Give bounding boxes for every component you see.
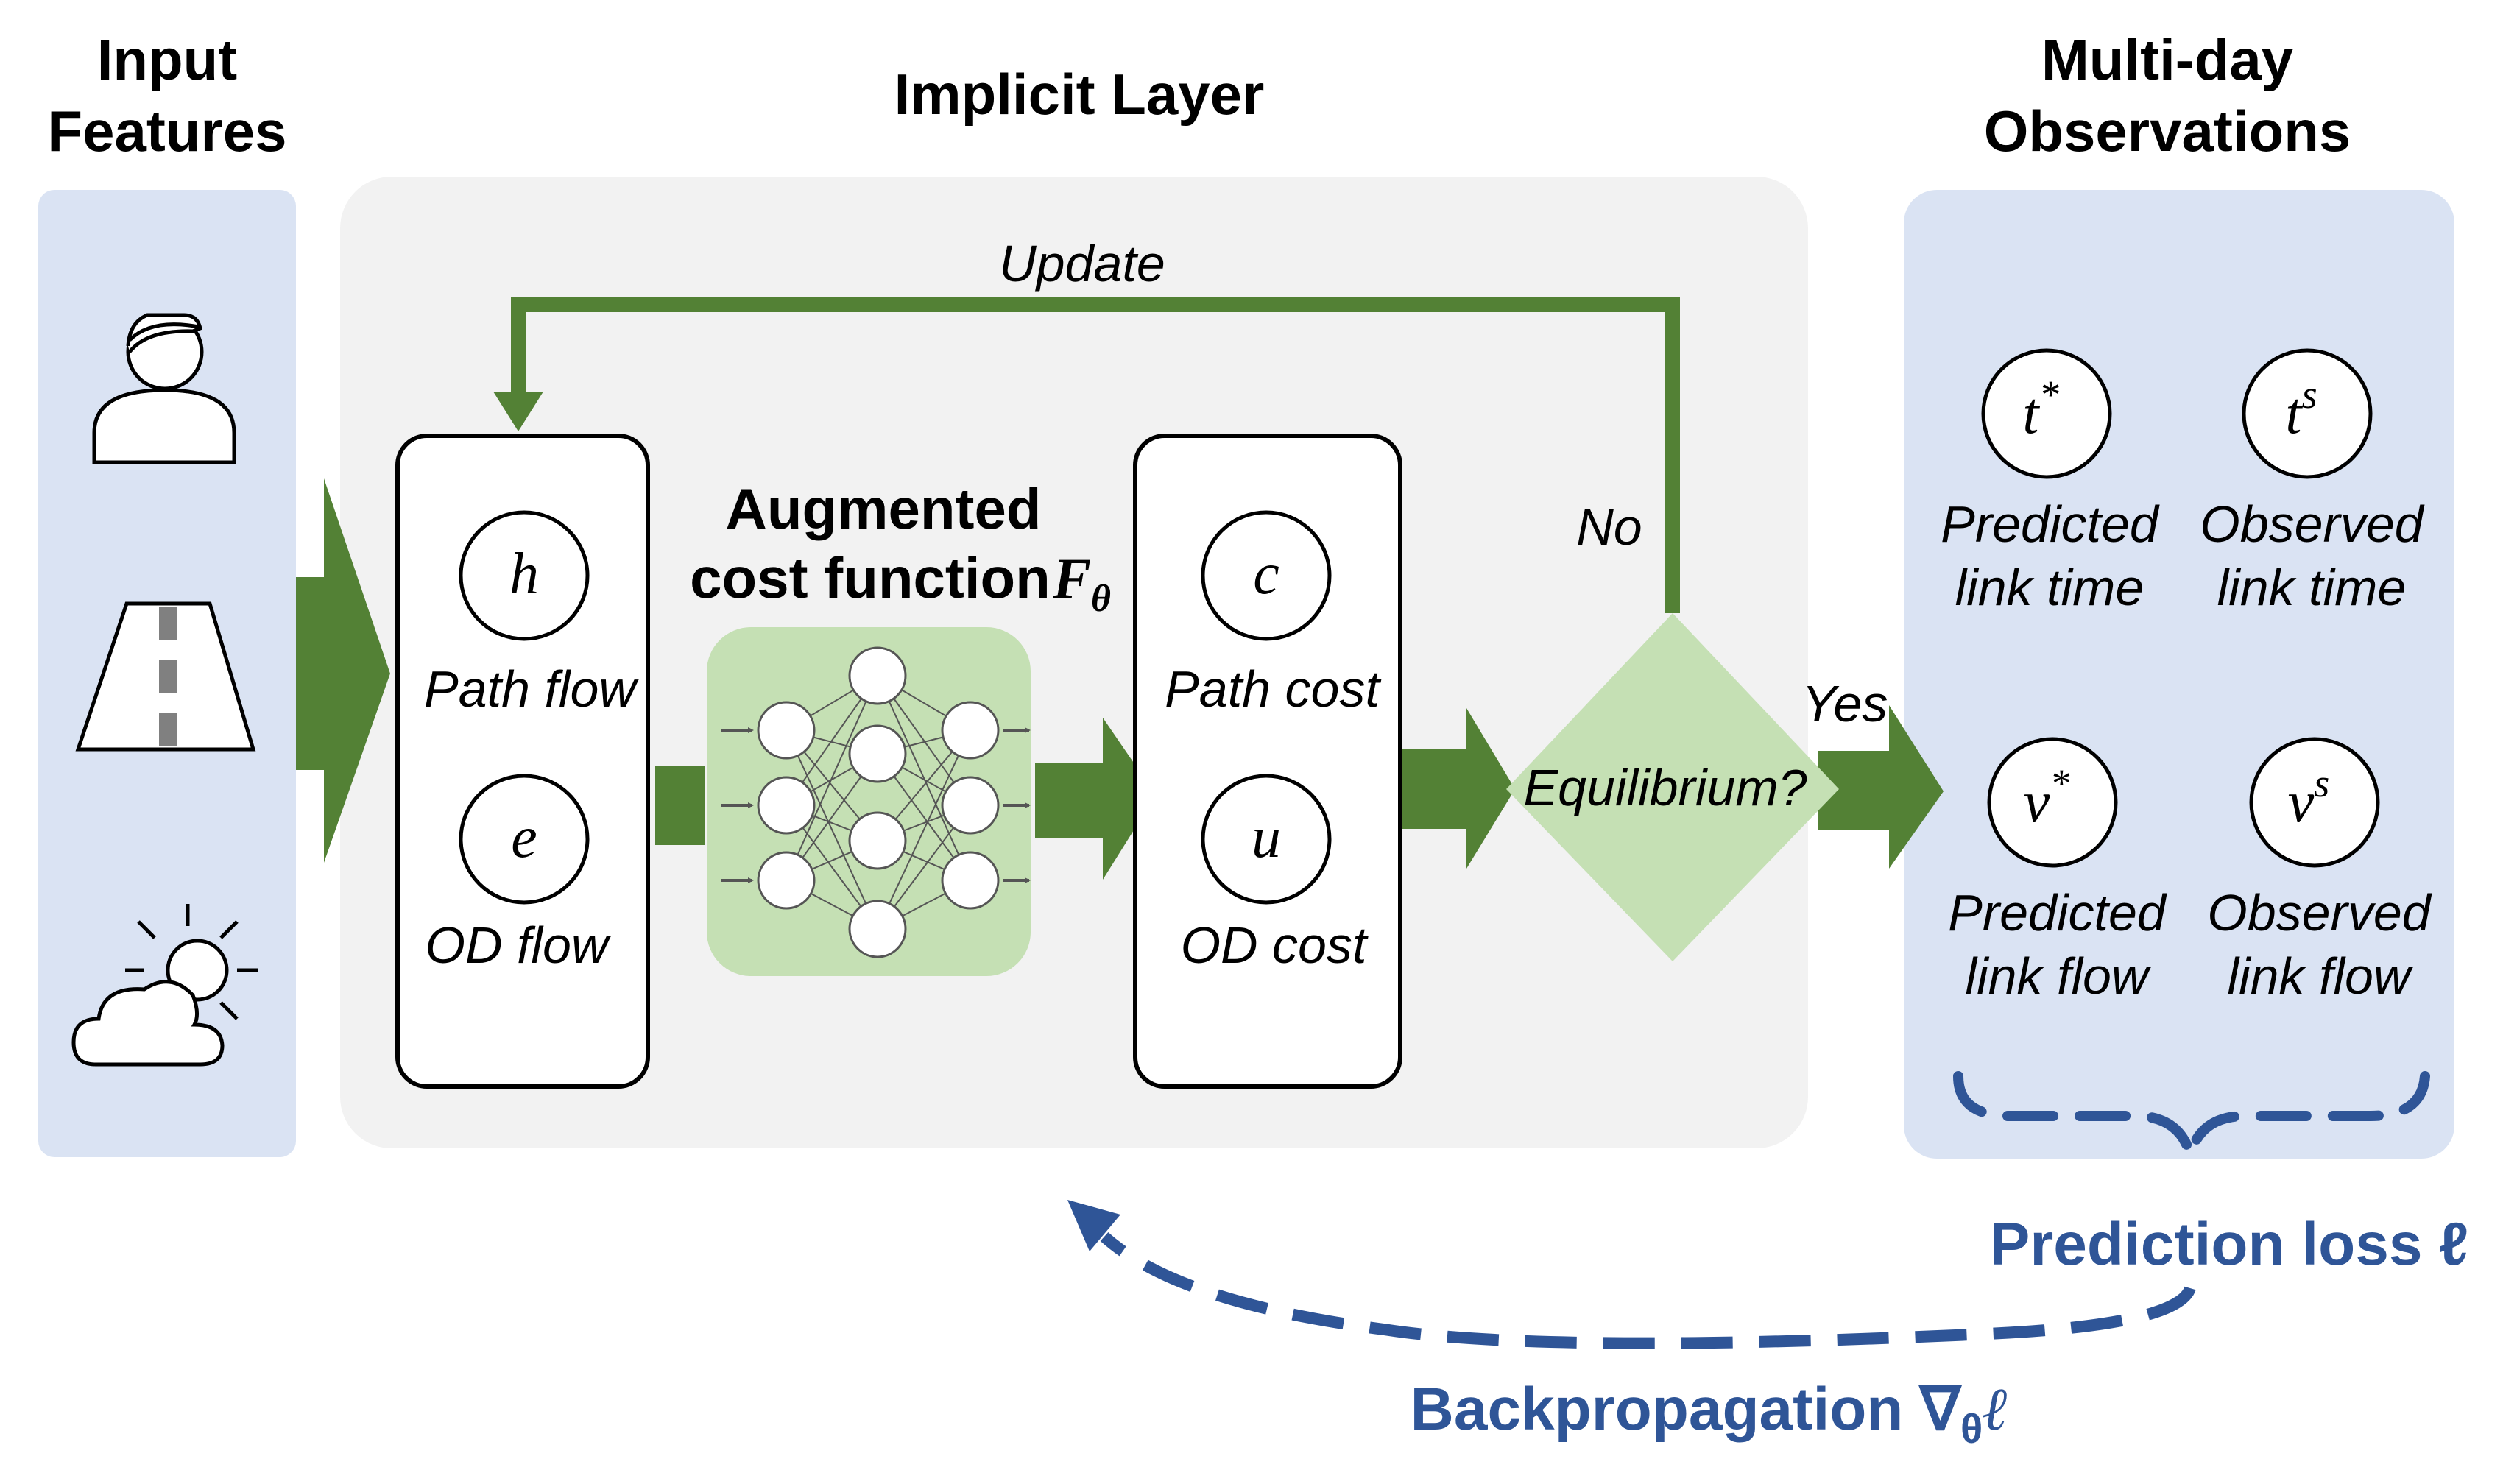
no-label: No <box>1576 498 1642 556</box>
flow-to-nn-arrow <box>655 766 705 845</box>
od-cost-node <box>1201 774 1332 905</box>
nn-neuron <box>941 851 1000 910</box>
observation-node <box>1987 737 2118 868</box>
cost-function-symbol-theta: θ <box>1091 578 1111 620</box>
observation-symbol-base: t <box>2285 381 2303 446</box>
cost-function-title-line1: Augmented <box>726 476 1042 541</box>
nn-neuron <box>757 851 816 910</box>
observation-label-line1: Observed <box>2207 884 2432 941</box>
observation-label-line1: Observed <box>2200 495 2425 553</box>
cost-to-equilibrium-arrow <box>1400 708 1515 869</box>
nn-connection <box>877 675 971 881</box>
input-arrow <box>296 478 390 863</box>
nn-connection <box>786 675 878 881</box>
neural-network-icon <box>721 646 1031 958</box>
flow-box <box>395 434 650 1089</box>
observation-symbol: ts <box>2285 372 2317 446</box>
observation-symbol-base: t <box>2022 381 2040 446</box>
update-loop-arrowhead <box>493 392 543 431</box>
update-label: Update <box>999 235 1165 292</box>
nn-neuron <box>848 724 907 783</box>
yes-label: Yes <box>1802 675 1888 732</box>
implicit-layer-title: Implicit Layer <box>894 62 1265 127</box>
backpropagation-text: Backpropagation ∇ <box>1411 1376 1963 1443</box>
person-icon <box>92 313 236 464</box>
od-cost-label: OD cost <box>1181 916 1369 974</box>
path-flow-node <box>459 510 590 641</box>
observations-panel <box>1904 190 2454 1159</box>
nn-neuron <box>757 701 816 760</box>
prediction-loss-brace <box>1953 1071 2430 1173</box>
path-cost-label: Path cost <box>1165 660 1381 718</box>
observation-label-line2: link time <box>1955 559 2144 616</box>
backpropagation-theta: θ <box>1960 1405 1983 1452</box>
update-loop-line <box>511 297 1680 613</box>
nn-neuron <box>941 701 1000 760</box>
observations-title-line2: Observations <box>1984 99 2351 163</box>
backpropagation-arrow <box>1100 1232 2196 1349</box>
od-flow-symbol: e <box>511 805 537 870</box>
nn-neuron <box>848 900 907 958</box>
observation-node <box>2249 737 2380 868</box>
backpropagation-arrowhead <box>1067 1200 1120 1251</box>
observation-label-line1: Predicted <box>1948 884 2167 941</box>
observation-symbol: t* <box>2022 372 2058 446</box>
observation-symbol: v* <box>2024 761 2070 835</box>
input-features-title-line2: Features <box>47 99 286 163</box>
weather-icon <box>71 904 258 1067</box>
equilibrium-label: Equilibrium? <box>1523 759 1807 816</box>
path-cost-node <box>1201 510 1332 641</box>
cost-function-title-text: cost function <box>690 545 1051 610</box>
cost-box <box>1133 434 1402 1089</box>
cost-function-symbol-f: F <box>1052 546 1091 610</box>
road-icon <box>75 601 256 752</box>
cost-function-symbol: Fθ <box>1052 546 1111 620</box>
observation-symbol-sup: s <box>2314 761 2329 805</box>
od-flow-node <box>459 774 590 905</box>
cost-function-title-line2: cost function <box>690 545 1051 610</box>
observation-symbol-sup: * <box>2050 761 2069 805</box>
equilibrium-diamond <box>1506 613 1839 961</box>
nn-connection <box>786 729 878 930</box>
path-flow-label: Path flow <box>424 660 639 718</box>
observation-label-line2: link time <box>2217 559 2407 616</box>
observations-title-line1: Multi-day <box>2041 27 2293 92</box>
prediction-loss-label: Prediction loss ℓ <box>1990 1211 2469 1278</box>
nn-connection <box>877 729 971 930</box>
nn-neuron <box>848 811 907 870</box>
yes-arrow <box>1818 705 1944 869</box>
nn-neuron <box>941 776 1000 835</box>
observation-symbol-base: v <box>2024 770 2050 835</box>
observation-label-line1: Predicted <box>1941 495 2160 553</box>
observation-node <box>1981 348 2112 479</box>
od-flow-label: OD flow <box>426 916 612 974</box>
path-cost-symbol: c <box>1253 542 1279 607</box>
od-cost-symbol: u <box>1252 805 1281 870</box>
observation-node <box>2242 348 2373 479</box>
nn-to-cost-arrow <box>1035 718 1156 880</box>
backpropagation-label: Backpropagation ∇θℓ <box>1411 1376 2009 1452</box>
nn-neuron <box>848 646 907 705</box>
backpropagation-ell: ℓ <box>1983 1376 2008 1443</box>
observation-symbol-base: v <box>2288 770 2315 835</box>
observation-label-line2: link flow <box>1966 947 2152 1005</box>
observation-label-line2: link flow <box>2228 947 2414 1005</box>
nn-neuron <box>757 776 816 835</box>
input-features-title-line1: Input <box>97 27 238 92</box>
observation-symbol-sup: s <box>2302 372 2317 417</box>
observation-symbol-sup: * <box>2039 372 2059 417</box>
path-flow-symbol: h <box>509 542 539 607</box>
observation-symbol: vs <box>2288 761 2330 835</box>
